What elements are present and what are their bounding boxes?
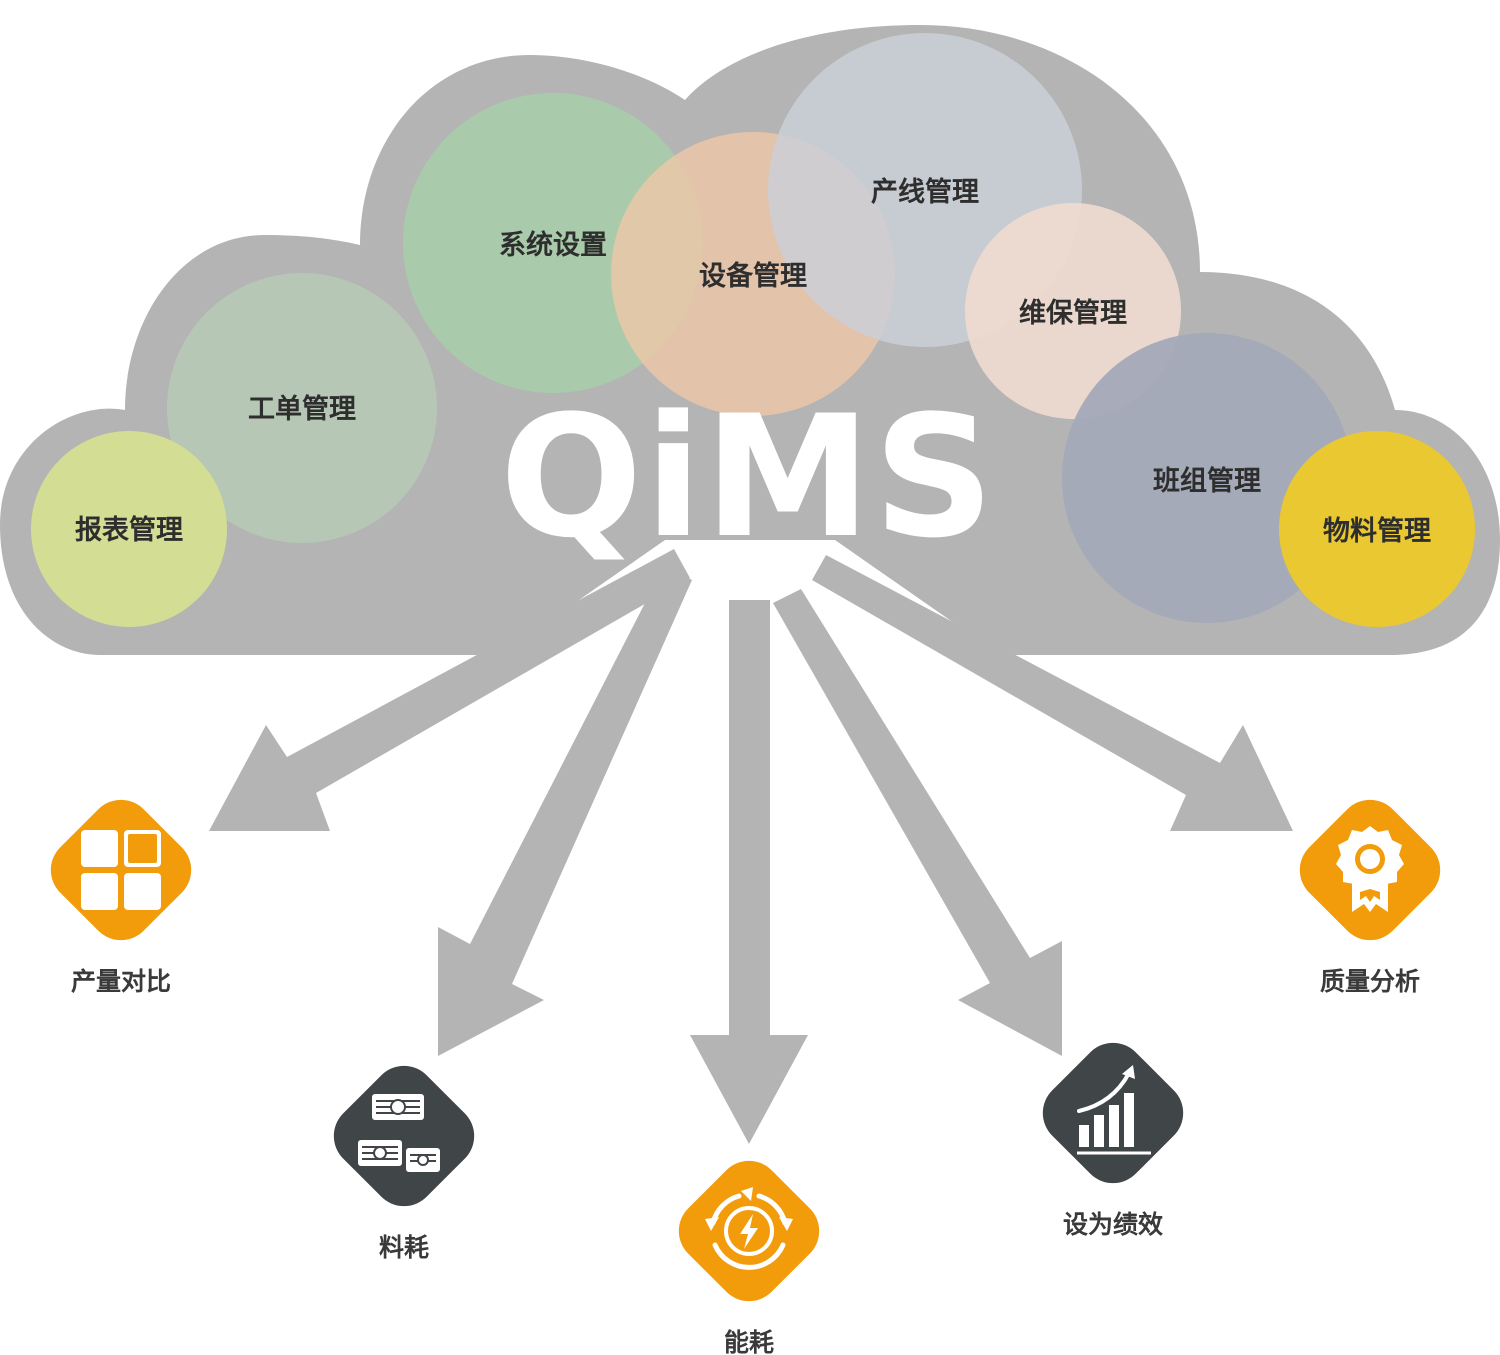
arrows — [209, 549, 1293, 1144]
output-label-energy: 能耗 — [724, 1328, 774, 1355]
module-label-maintenance: 维保管理 — [1019, 298, 1127, 329]
module-bubbles — [31, 33, 1475, 627]
bubble-workorder — [167, 273, 437, 543]
module-label-line: 产线管理 — [871, 177, 979, 208]
arrow-to-performance — [773, 589, 1062, 1056]
output-node-performance[interactable]: 设为绩效 — [1030, 1030, 1197, 1239]
output-badge — [333, 1065, 475, 1207]
arrow-to-energy — [690, 600, 808, 1144]
module-label-equipment: 设备管理 — [699, 261, 807, 292]
grid-icon — [81, 830, 161, 910]
output-node-output[interactable]: 产量对比 — [38, 787, 205, 996]
output-label-material-cost: 料耗 — [379, 1233, 429, 1262]
bubble-report — [31, 431, 227, 627]
output-label-performance: 设为绩效 — [1063, 1210, 1163, 1239]
module-label-report: 报表管理 — [75, 515, 183, 546]
output-label-quality: 质量分析 — [1320, 967, 1420, 996]
money-stack-icon — [358, 1094, 440, 1172]
output-node-material-cost[interactable]: 料耗 — [321, 1053, 488, 1262]
arrow-to-output — [209, 549, 690, 831]
module-label-material: 物料管理 — [1323, 516, 1431, 547]
award-badge-icon — [1336, 826, 1404, 912]
arrow-to-quality — [812, 555, 1293, 831]
arrow-hub — [500, 540, 1000, 655]
output-badge — [50, 799, 192, 941]
arrow-to-material-cost — [438, 566, 692, 1056]
output-node-energy[interactable]: 能耗 — [666, 1148, 833, 1355]
bubble-material — [1279, 431, 1475, 627]
module-label-team: 班组管理 — [1153, 465, 1261, 497]
module-label-workorder: 工单管理 — [248, 394, 356, 425]
output-node-quality[interactable]: 质量分析 — [1287, 787, 1454, 996]
module-label-system: 系统设置 — [499, 229, 607, 261]
module-labels: 报表管理 工单管理 系统设置 设备管理 产线管理 维保管理 班组管理 物料管理 — [75, 177, 1431, 547]
energy-cycle-icon — [705, 1187, 793, 1270]
growth-chart-icon — [1077, 1065, 1151, 1155]
output-label-output: 产量对比 — [71, 967, 171, 996]
bubble-team — [1062, 333, 1352, 623]
